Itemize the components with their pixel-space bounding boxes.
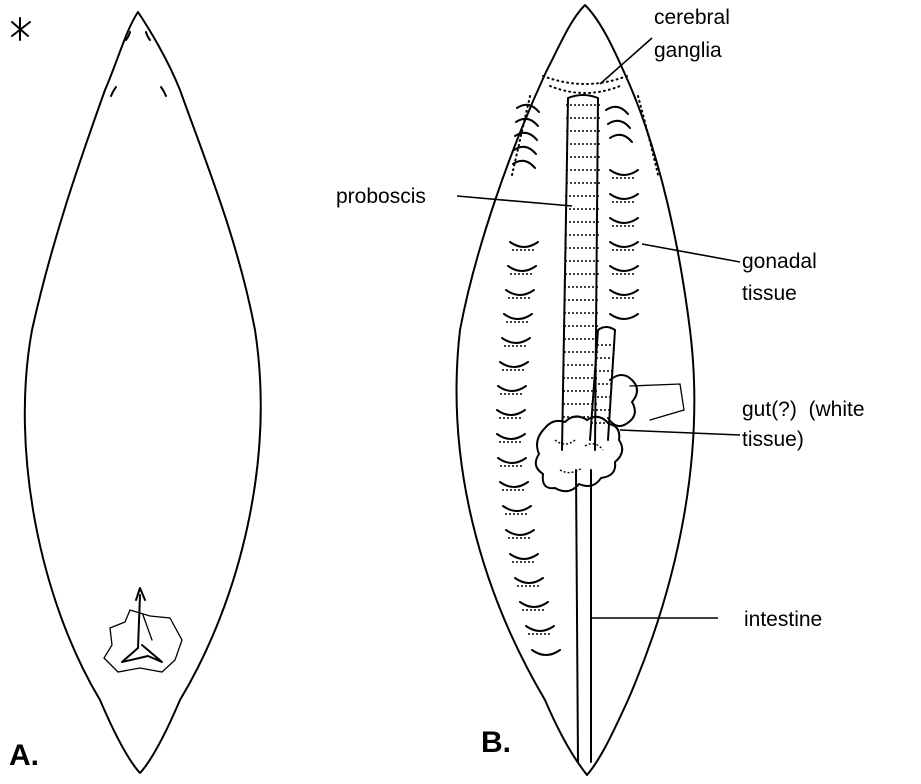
panel-label-a: A. [9, 739, 39, 772]
gonadal-tissue-left [497, 105, 560, 655]
specimen-a-eyespot [111, 87, 116, 96]
label-cerebral-ganglia-line1: cerebral [654, 6, 730, 29]
star-mark [12, 18, 30, 40]
panel-label-b: B. [481, 726, 511, 759]
specimen-b [457, 5, 695, 775]
cerebral-ganglia [550, 86, 620, 93]
specimen-a [12, 12, 261, 773]
specimen-b-outline [457, 5, 695, 775]
specimen-a-outline [25, 12, 261, 773]
leader-gonadal-tissue [642, 244, 740, 262]
specimen-a-eyespot [146, 32, 150, 40]
label-cerebral-ganglia-line2: ganglia [654, 39, 722, 62]
specimen-a-posterior-marking [104, 588, 182, 672]
leader-gut [620, 430, 740, 435]
label-gonadal-tissue-line2: tissue [742, 282, 797, 305]
specimen-a-eyespot [161, 87, 166, 96]
gonadal-tissue-right [606, 107, 638, 319]
cerebral-ganglia [543, 76, 627, 84]
label-gut-line1: gut(?) (white [742, 398, 865, 421]
gut-white-tissue [536, 375, 684, 491]
label-proboscis: proboscis [336, 185, 426, 208]
label-gonadal-tissue-line1: gonadal [742, 250, 817, 273]
label-gut-line2: tissue) [742, 428, 804, 451]
label-intestine: intestine [744, 608, 822, 631]
leader-proboscis [457, 196, 572, 206]
proboscis-structure [562, 95, 615, 450]
intestine-tube [576, 470, 591, 762]
